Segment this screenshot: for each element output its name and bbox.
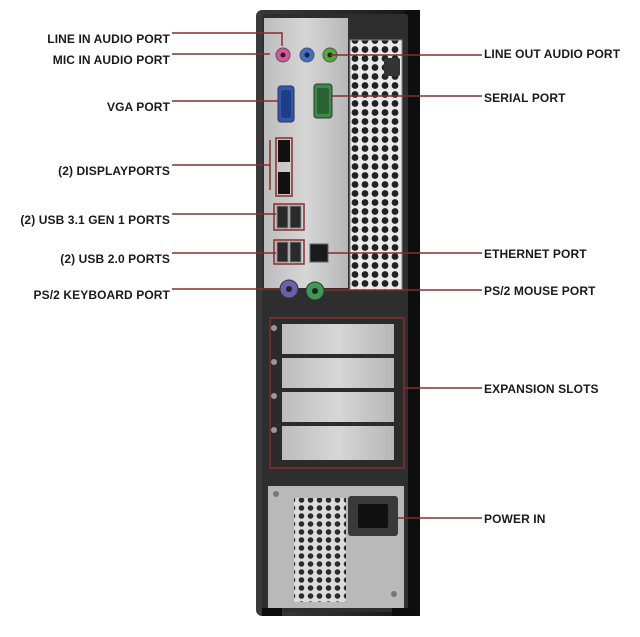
label-usb31: (2) USB 3.1 GEN 1 PORTS xyxy=(20,213,170,227)
usb31-port-1 xyxy=(276,205,289,229)
highlight-usb31 xyxy=(273,203,305,231)
label-displayports: (2) DISPLAYPORTS xyxy=(58,164,170,178)
label-power-in: POWER IN xyxy=(484,512,546,526)
usb31-port-2 xyxy=(289,205,302,229)
highlight-usb20 xyxy=(273,239,305,265)
vent-grill xyxy=(350,40,402,290)
label-line-in: LINE IN AUDIO PORT xyxy=(47,32,170,46)
leader-lines xyxy=(172,32,482,519)
highlight-expansion-slots xyxy=(269,317,405,469)
label-serial: SERIAL PORT xyxy=(484,91,566,105)
label-vga: VGA PORT xyxy=(106,100,170,114)
leader-line-in xyxy=(172,32,283,46)
usb20-port-1 xyxy=(276,241,289,263)
displayport-1 xyxy=(278,140,290,162)
label-usb20: (2) USB 2.0 PORTS xyxy=(60,252,170,266)
label-expansion: EXPANSION SLOTS xyxy=(484,382,599,396)
label-ethernet: ETHERNET PORT xyxy=(484,247,587,261)
displayport-2 xyxy=(278,172,290,194)
usb20-port-2 xyxy=(289,241,302,263)
leader-displayports xyxy=(172,140,271,190)
label-line-out: LINE OUT AUDIO PORT xyxy=(484,47,621,61)
highlight-displayports xyxy=(275,137,293,197)
label-ps2-keyboard: PS/2 KEYBOARD PORT xyxy=(33,288,170,302)
label-mic-in: MIC IN AUDIO PORT xyxy=(52,53,170,67)
label-ps2-mouse: PS/2 MOUSE PORT xyxy=(484,284,596,298)
ethernet-port xyxy=(309,243,329,263)
